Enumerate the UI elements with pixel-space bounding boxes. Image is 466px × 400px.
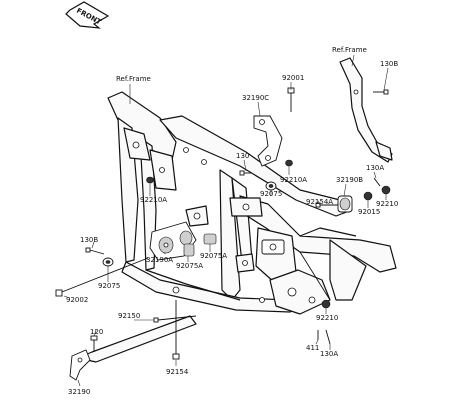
bolt-120 [90, 335, 98, 352]
part-92210a-left-label: 92210A [140, 196, 167, 204]
washer-92075-low [102, 257, 114, 267]
bolt-130b-top [373, 89, 389, 95]
bolt-92001 [287, 87, 295, 112]
washer-92075-mid [265, 181, 277, 191]
motorcycle-frame [77, 91, 397, 363]
part-120-label: 120 [90, 328, 103, 336]
bolt-130a-low [325, 329, 331, 345]
part-411-label: 411 [306, 344, 319, 352]
nut-92210-low [321, 299, 331, 309]
part-130b-top-label: 130B [380, 60, 398, 68]
nut-92210a-right [285, 159, 293, 167]
front-direction-arrow: FRONT [65, 1, 110, 29]
part-92150-label: 92150 [118, 312, 140, 320]
part-92210a-right-label: 92210A [280, 176, 307, 184]
ref-frame-left-label: Ref.Frame [116, 75, 151, 83]
part-92154-label: 92154 [166, 368, 189, 376]
nut-92210a-left [146, 176, 154, 184]
part-130a-right-label: 130A [366, 164, 384, 172]
part-92002-label: 92002 [66, 296, 88, 304]
rear-frame-rail [339, 57, 393, 163]
ref-frame-right-label: Ref.Frame [332, 46, 367, 54]
part-130a-low-label: 130A [320, 350, 338, 358]
part-32190a-label: 32190A [146, 256, 173, 264]
bracket-32190 [69, 349, 91, 381]
bushing-92075a-2 [203, 233, 217, 245]
part-92210-right-label: 92210 [376, 200, 398, 208]
bolt-130-mid [239, 170, 252, 176]
bolt-130b-left [85, 247, 105, 255]
part-92075a-1-label: 92075A [176, 262, 203, 270]
bolt-130a-right [373, 177, 381, 187]
part-130-label: 130 [236, 152, 249, 160]
bolt-92002 [55, 257, 149, 297]
leader-lines [63, 54, 389, 387]
part-92075a-2-label: 92075A [200, 252, 227, 260]
part-92015-label: 92015 [358, 208, 380, 216]
bolt-92154 [172, 300, 180, 360]
part-92210-low-label: 92210 [316, 314, 338, 322]
part-130b-left-label: 130B [80, 236, 98, 244]
part-92001-label: 92001 [282, 74, 304, 82]
part-92075-mid-label: 92075 [260, 190, 282, 198]
part-labels: Ref.Frame Ref.Frame 92001 130B 32190C 13… [66, 46, 398, 396]
part-92075-low-label: 92075 [98, 282, 120, 290]
nut-92210-right [381, 185, 391, 195]
part-32190-label: 32190 [68, 388, 90, 396]
part-32190b-label: 32190B [336, 176, 363, 184]
part-32190c-label: 32190C [242, 94, 269, 102]
nut-92015 [363, 191, 373, 201]
bracket-32190c [253, 115, 283, 167]
bushing-92075a-1 [183, 243, 195, 257]
part-92154a-label: 92154A [306, 198, 333, 206]
bracket-32190b [337, 195, 353, 213]
